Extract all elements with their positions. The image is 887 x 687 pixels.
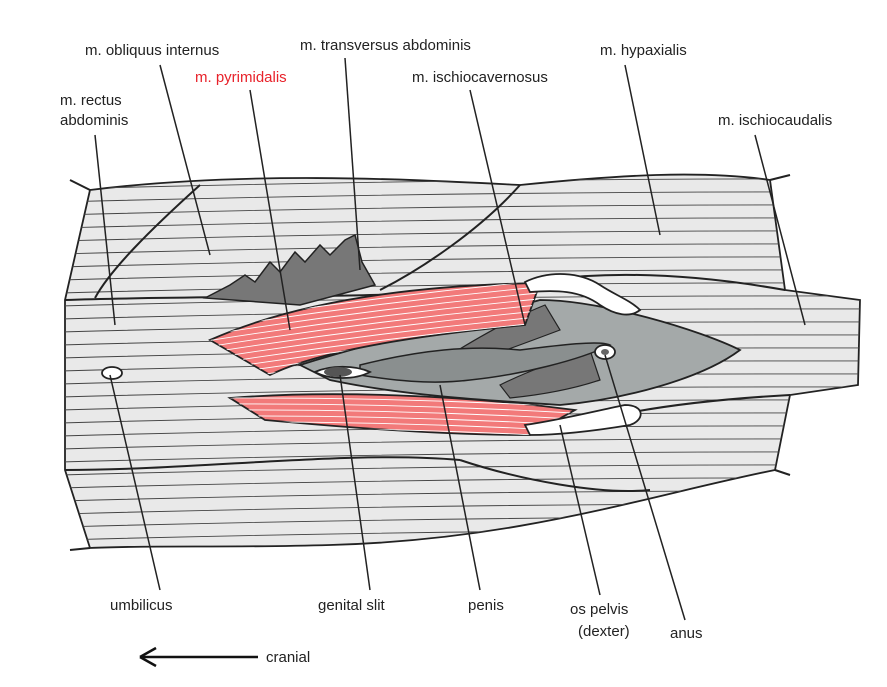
fiber-line [230, 403, 575, 415]
fiber-line [65, 464, 860, 476]
fiber-line [65, 451, 860, 463]
fiber-line [60, 556, 870, 566]
umbilicus-mark [101, 366, 123, 380]
label-genital-slit: genital slit [318, 597, 386, 614]
fiber-line [65, 256, 860, 268]
fiber-line [60, 153, 870, 163]
fiber-line [210, 314, 540, 361]
label-obliquus-internus: m. obliquus internus [85, 42, 219, 59]
label-cranial: cranial [266, 649, 310, 666]
fiber-line [65, 243, 860, 255]
fiber-line [65, 269, 860, 281]
fiber-line [65, 204, 860, 216]
label-ischiocavernosus: m. ischiocavernosus [412, 69, 548, 86]
os-pelvis-sinister [523, 273, 642, 316]
label-ischiocaudalis: m. ischiocaudalis [718, 112, 832, 129]
label-os-pelvis-2: (dexter) [578, 623, 630, 640]
label-umbilicus: umbilicus [110, 597, 173, 614]
fiber-line [210, 302, 540, 349]
fiber-line [210, 308, 540, 355]
fiber-line [230, 409, 575, 421]
anus-center [601, 349, 609, 355]
label-rectus-abdominis-2: abdominis [60, 112, 128, 129]
fiber-line [210, 296, 540, 343]
fiber-line [210, 320, 540, 367]
os-pelvis-dexter [523, 404, 642, 436]
label-hypaxialis: m. hypaxialis [600, 42, 687, 59]
fiber-line [65, 282, 860, 294]
direction-arrow [139, 646, 258, 668]
label-anus: anus [670, 625, 703, 642]
fiber-line [65, 438, 860, 450]
label-penis: penis [468, 597, 504, 614]
fiber-line [65, 174, 860, 177]
transversus-abdominis-muscle [202, 233, 377, 306]
label-pyrimidalis: m. pyrimidalis [195, 69, 287, 86]
fiber-line [65, 191, 860, 203]
muscle-fibers [60, 153, 870, 566]
fiber-line [210, 290, 540, 337]
label-os-pelvis-1: os pelvis [570, 601, 628, 618]
label-rectus-abdominis-1: m. rectus [60, 92, 122, 109]
label-transversus-abdominis: m. transversus abdominis [300, 37, 471, 54]
leader-lines [94, 57, 806, 621]
fiber-line [65, 230, 860, 242]
fiber-line [65, 217, 860, 229]
genital-slit-dark [324, 367, 352, 377]
